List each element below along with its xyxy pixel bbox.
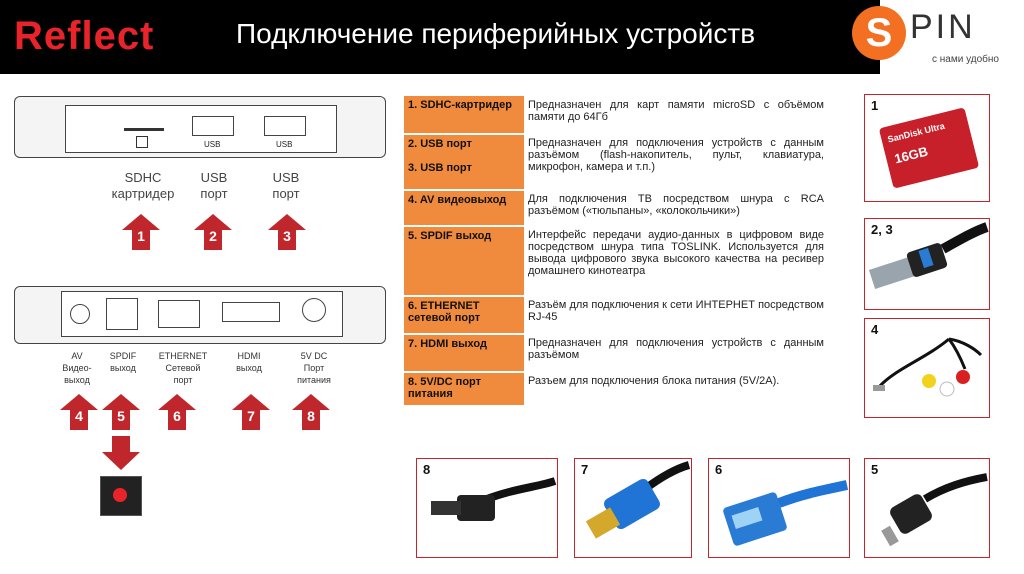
table-row: 2. USB порт 3. USB порт Предназначен для… (404, 134, 828, 191)
photo-rca-cable: 4 (864, 318, 990, 418)
arrow-down-spdif (102, 436, 140, 470)
spec-label: 5. SPDIF выход (404, 226, 524, 297)
spin-logo-tagline: с нами удобно (932, 54, 999, 65)
arrow-1: 1 (122, 214, 160, 250)
spec-desc: Предназначен для подключения устройств с… (528, 337, 824, 361)
spdif-port (106, 298, 138, 330)
arrow-8: 8 (292, 394, 330, 430)
photo-toslink-cable: 5 (864, 458, 990, 558)
spec-desc: Предназначен для подключения устройств с… (528, 137, 824, 173)
table-row: 5. SPDIF выход Интерфейс передачи аудио-… (404, 226, 828, 297)
table-row: 8. 5V/DC порт питания Разъем для подключ… (404, 372, 828, 407)
table-row: 1. SDHC-картридер Предназначен для карт … (404, 96, 828, 135)
device-front-panel: USB USB (65, 105, 337, 153)
usb-port-2-label: USB (276, 140, 293, 149)
table-row: 7. HDMI выход Предназначен для подключен… (404, 334, 828, 373)
arrow-7: 7 (232, 394, 270, 430)
spin-logo-letter: S (852, 6, 906, 60)
arrow-3: 3 (268, 214, 306, 250)
spec-label: 6. ETHERNET сетевой порт (404, 296, 524, 335)
spec-desc: Разъём для подключения к сети ИНТЕРНЕТ п… (528, 299, 824, 323)
spec-table: 1. SDHC-картридер Предназначен для карт … (404, 96, 828, 407)
table-row: 4. AV видеовыход Для подключения ТВ поср… (404, 190, 828, 227)
page-title: Подключение периферийных устройств (236, 18, 756, 49)
spin-logo: S PIN с нами удобно (852, 6, 1024, 70)
spec-desc: Предназначен для карт памяти microSD с о… (528, 99, 824, 123)
av-port (70, 304, 90, 324)
usb-port-2 (264, 116, 306, 136)
arrow-4: 4 (60, 394, 98, 430)
photo-ethernet-cable: 6 (708, 458, 850, 558)
arrow-5: 5 (102, 394, 140, 430)
sd-card-graphic: SanDisk Ultra 16GB (878, 107, 980, 189)
photo-sd-card: 1 SanDisk Ultra 16GB (864, 94, 990, 202)
sd-card-icon (136, 136, 148, 148)
usb-port-1 (192, 116, 234, 136)
hdmi-cable-graphic (585, 461, 691, 539)
rca-cable-graphic (873, 337, 983, 397)
photo-usb-cable: 2, 3 (864, 218, 990, 310)
arrow-6: 6 (158, 394, 196, 430)
spec-label: 1. SDHC-картридер (404, 96, 524, 135)
ethernet-port (158, 300, 200, 328)
dc-port (302, 298, 326, 322)
spec-label: 4. AV видеовыход (404, 190, 524, 227)
photo-dc-cable: 8 (416, 458, 558, 558)
header-bar (0, 0, 880, 74)
header: Reflect Подключение периферийных устройс… (0, 0, 1024, 74)
table-row: 6. ETHERNET сетевой порт Разъём для подк… (404, 296, 828, 335)
spec-label: 7. HDMI выход (404, 334, 524, 373)
dc-cable-graphic (431, 477, 557, 521)
ethernet-cable-graphic (723, 480, 849, 546)
device-front-view: USB USB (14, 96, 386, 158)
sd-slot (124, 128, 164, 131)
reflect-logo: Reflect (14, 14, 155, 58)
toslink-cable-graphic (881, 473, 988, 547)
device-back-view (14, 286, 386, 344)
spec-desc: Интерфейс передачи аудио-данных в цифров… (528, 229, 824, 277)
hdmi-port (222, 302, 280, 322)
usb-port-1-label: USB (204, 140, 221, 149)
spin-logo-word: PIN (910, 8, 976, 46)
arrow-2: 2 (194, 214, 232, 250)
photo-hdmi-cable: 7 (574, 458, 692, 558)
spec-desc: Разъем для подключения блока питания (5V… (528, 375, 780, 387)
spdif-port-photo (100, 476, 142, 516)
spec-label: 8. 5V/DC порт питания (404, 372, 524, 407)
usb-cable-graphic (868, 222, 989, 289)
device-back-panel (61, 291, 343, 337)
spec-desc: Для подключения ТВ посредством шнура с R… (528, 193, 824, 217)
spec-label: 2. USB порт 3. USB порт (404, 134, 524, 191)
spdif-red-light (113, 488, 127, 502)
